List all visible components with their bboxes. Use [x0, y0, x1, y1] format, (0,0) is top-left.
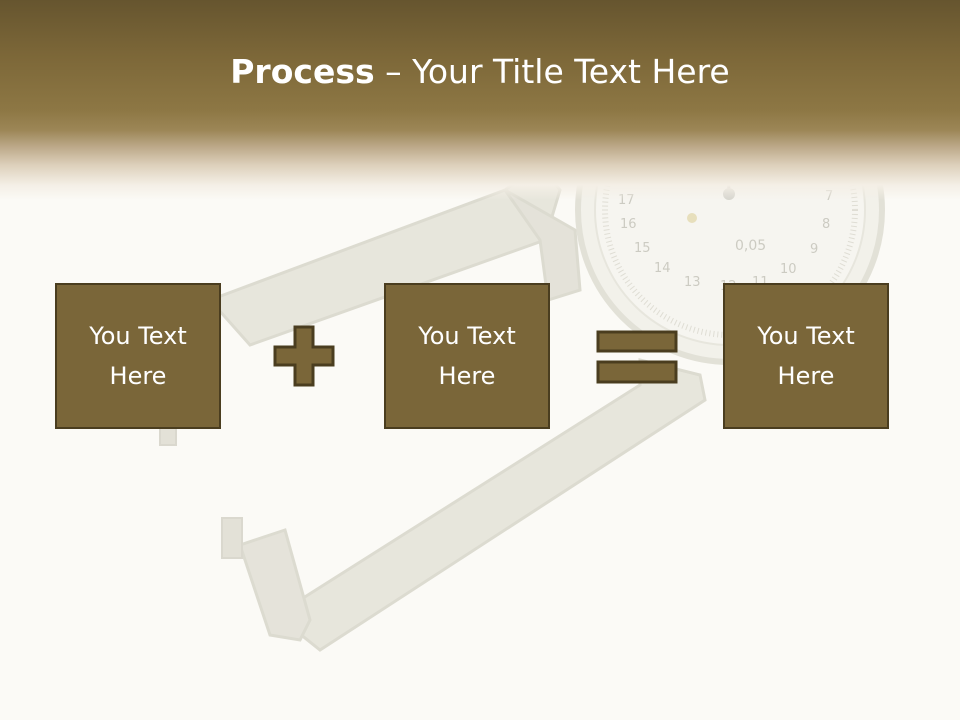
slide-title: Process – Your Title Text Here	[0, 52, 960, 91]
process-box-result[interactable]: You Text Here	[723, 283, 889, 429]
svg-text:0,05: 0,05	[735, 238, 766, 254]
process-box-result-label: You Text Here	[757, 322, 855, 390]
svg-text:13: 13	[684, 275, 701, 290]
title-text: Your Title Text Here	[412, 52, 730, 91]
plus-icon	[273, 325, 335, 387]
svg-text:16: 16	[620, 217, 637, 232]
process-box-1[interactable]: You Text Here	[55, 283, 221, 429]
svg-text:10: 10	[780, 262, 797, 277]
process-box-2-label: You Text Here	[418, 322, 516, 390]
process-box-2[interactable]: You Text Here	[384, 283, 550, 429]
title-dash: –	[374, 52, 413, 91]
svg-text:15: 15	[634, 241, 651, 256]
title-bold-text: Process	[230, 52, 375, 91]
title-bar-background	[0, 0, 960, 200]
svg-text:9: 9	[810, 242, 818, 257]
svg-text:14: 14	[654, 261, 671, 276]
equals-icon	[596, 330, 678, 384]
process-box-1-label: You Text Here	[89, 322, 187, 390]
svg-text:8: 8	[822, 217, 830, 232]
